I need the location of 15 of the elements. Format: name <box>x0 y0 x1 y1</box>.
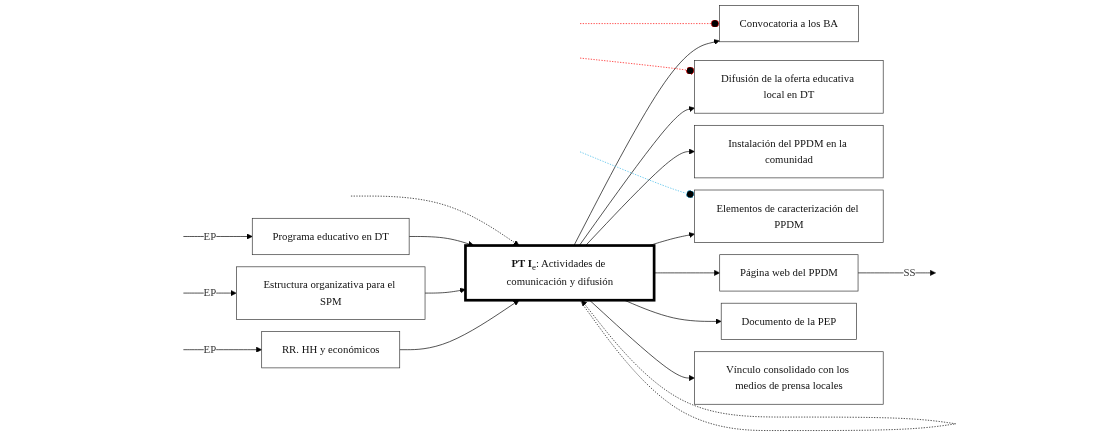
node-box: Estructura organizativa para el SPM <box>236 266 426 320</box>
node-box: Difusión de la oferta educativa local en DT <box>694 60 884 114</box>
node-box: Programa educativo en DT <box>251 217 410 256</box>
node-box: Convocatoria a los BA <box>719 5 859 43</box>
node-box: Elementos de caracterización del PPDM <box>694 189 884 243</box>
edge-label: EP <box>203 343 217 356</box>
node-box: RR. HH y económicos <box>261 331 401 369</box>
node-box: Vínculo consolidado con los medios de prensa locales <box>694 351 884 405</box>
node-box: Documento de la PEP <box>720 302 857 340</box>
edge-label: EP <box>203 287 217 299</box>
node-box: PT I$_{e}$: Actividades de comunicación y difusión <box>464 244 656 302</box>
node-box: Página web del PPDM <box>719 254 859 292</box>
node-box: Instalación del PPDM en la comunidad <box>694 125 884 179</box>
edge-label: SS <box>903 266 916 279</box>
edge-label: EP <box>203 230 217 242</box>
